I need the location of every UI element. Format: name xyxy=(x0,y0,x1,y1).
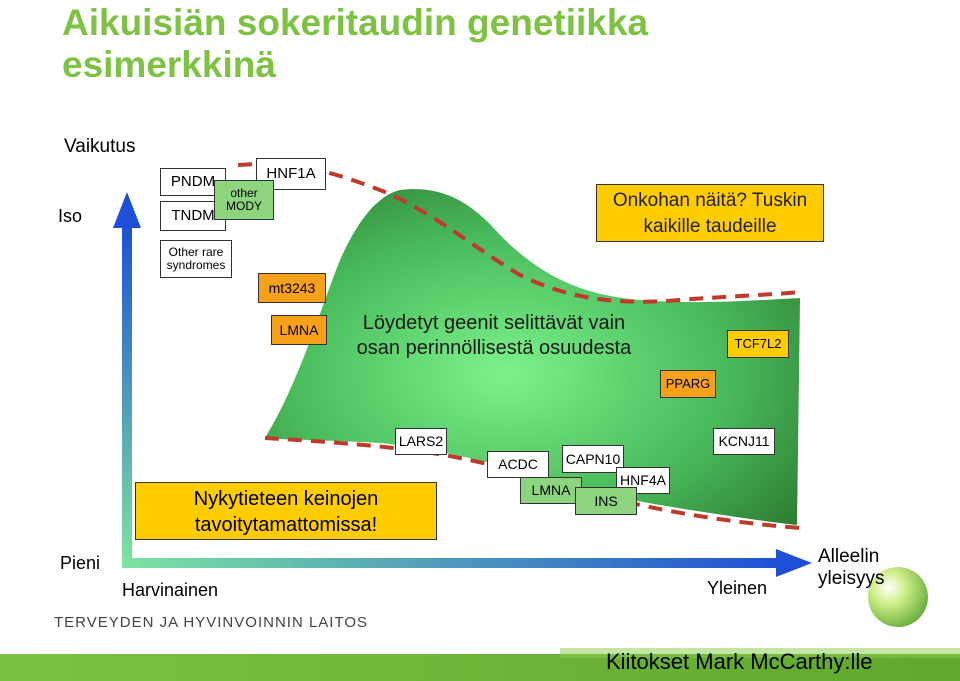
y-axis-label: Vaikutus xyxy=(64,136,136,157)
x-axis-high-label: Yleinen xyxy=(707,578,768,598)
gene-box-other-mody: other MODY xyxy=(214,180,274,220)
gene-box-pparg: PPARG xyxy=(660,370,716,398)
question-callout: Onkohan näitä? Tuskin kaikille taudeille xyxy=(596,184,824,242)
page-title: Aikuisiän sokeritaudin genetiikka esimer… xyxy=(62,2,648,86)
footer-bar xyxy=(0,654,960,681)
y-axis-high-label: Iso xyxy=(58,206,83,226)
dashed-trend-upper xyxy=(237,162,801,304)
title-line-2: esimerkkinä xyxy=(62,44,276,85)
y-axis-low-label: Pieni xyxy=(60,553,101,573)
credit-text: Kiitokset Mark McCarthy:lle xyxy=(606,649,873,674)
gene-box-capn10: CAPN10 xyxy=(562,445,624,473)
gene-box-hnf4a: HNF4A xyxy=(616,467,670,494)
y-axis-arrow-icon xyxy=(113,192,141,228)
gene-box-tcf7l2: TCF7L2 xyxy=(727,330,789,358)
title-line-1: Aikuisiän sokeritaudin genetiikka xyxy=(62,2,649,43)
gene-box-mt3243: mt3243 xyxy=(258,273,326,303)
dashed-trend-lower xyxy=(264,436,801,530)
gene-box-ins: INS xyxy=(575,487,637,515)
x-axis-low-label: Harvinainen xyxy=(122,580,219,600)
x-axis-arrow-icon xyxy=(776,549,812,577)
gene-box-lmna-low: LMNA xyxy=(520,477,582,504)
gene-box-other-rare-syndromes: Other rare syndromes xyxy=(160,240,232,278)
x-axis-label: Alleelin yleisyys xyxy=(818,546,885,589)
found-genes-callout: Löydetyt geenit selittävät vain osan per… xyxy=(356,312,632,359)
gene-box-lars2: LARS2 xyxy=(395,428,447,455)
gene-box-kcnj11: KCNJ11 xyxy=(713,428,775,455)
globe-logo-icon xyxy=(868,567,928,627)
institute-logo-text: TERVEYDEN JA HYVINVOINNIN LAITOS xyxy=(54,614,369,631)
unreachable-callout: Nykytieteen keinojen tavoitytamattomissa… xyxy=(135,482,437,540)
gene-box-acdc: ACDC xyxy=(487,451,549,478)
gene-box-lmna-high: LMNA xyxy=(271,315,327,345)
